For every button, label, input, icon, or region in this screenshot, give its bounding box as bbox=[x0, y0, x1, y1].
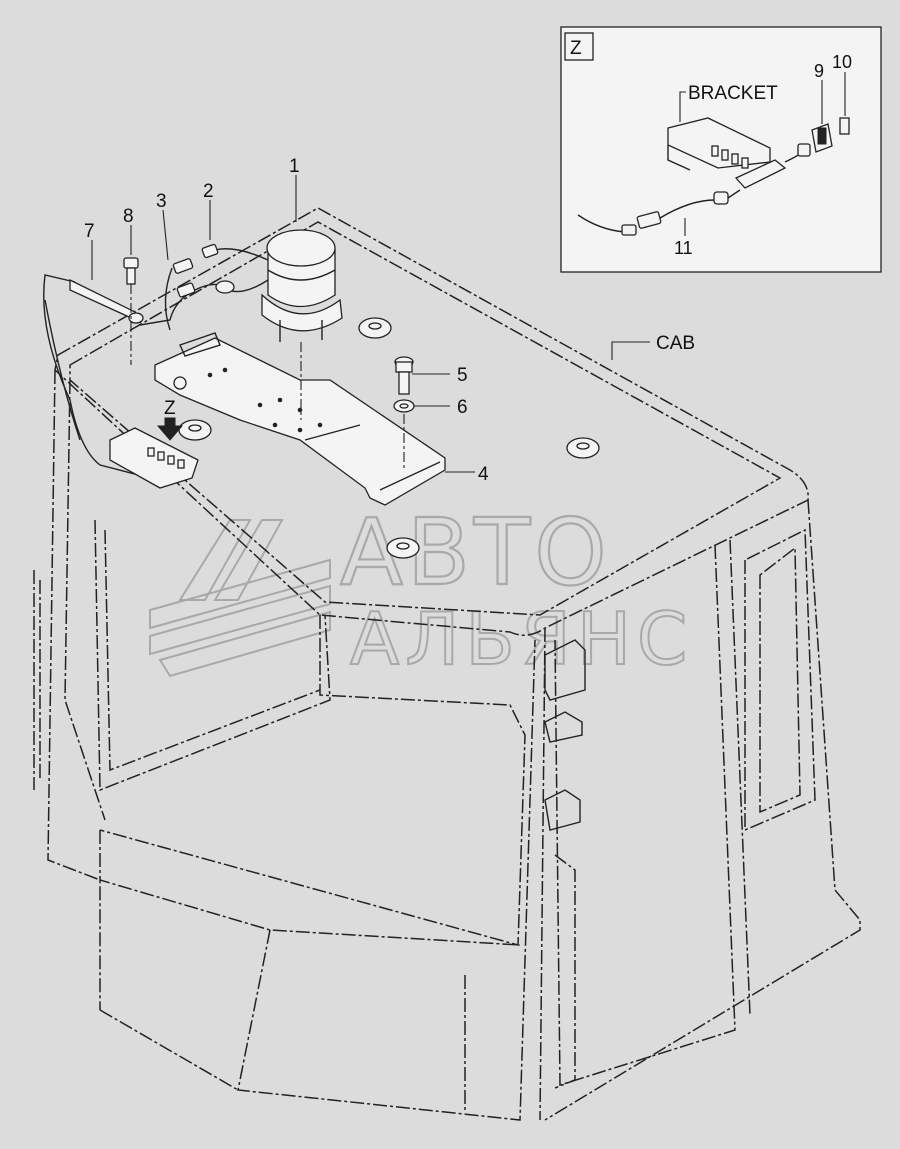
antenna-rod-part7 bbox=[69, 278, 144, 324]
callout-3: 3 bbox=[156, 191, 167, 212]
view-arrow-icon bbox=[156, 417, 184, 441]
connector-part2 bbox=[201, 243, 219, 259]
callout-11: 11 bbox=[674, 238, 693, 258]
bracket-label: BRACKET bbox=[688, 83, 778, 104]
mounting-bracket-part4 bbox=[154, 332, 446, 506]
roof-washer bbox=[566, 437, 600, 459]
switch-part9 bbox=[811, 80, 833, 153]
roof-washers bbox=[178, 317, 600, 559]
cab-outline bbox=[33, 207, 861, 1121]
connector-part3 bbox=[172, 258, 235, 298]
callout-6: 6 bbox=[457, 397, 468, 418]
watermark-line2: АЛЬЯНС bbox=[350, 597, 693, 681]
watermark-line1: АВТО bbox=[340, 499, 611, 606]
watermark: АВТО АЛЬЯНС bbox=[149, 498, 693, 682]
callout-10: 10 bbox=[832, 52, 852, 72]
callout-leaders bbox=[91, 175, 650, 473]
harness-part11 bbox=[577, 143, 811, 236]
roof-washer bbox=[178, 419, 212, 441]
view-z-label: Z bbox=[570, 38, 582, 59]
callout-7: 7 bbox=[84, 221, 95, 242]
bracket-bolt-head bbox=[173, 376, 187, 390]
cab-label: CAB bbox=[656, 333, 695, 354]
roof-washer bbox=[358, 317, 392, 339]
callout-8: 8 bbox=[123, 206, 134, 227]
wire-harness bbox=[43, 248, 269, 479]
callout-4: 4 bbox=[478, 464, 489, 485]
view-z-box bbox=[564, 32, 594, 61]
bolt-part5 bbox=[394, 356, 414, 395]
beacon-lamp-part1 bbox=[261, 229, 343, 420]
callout-9: 9 bbox=[814, 61, 824, 81]
view-arrow-label: Z bbox=[164, 398, 176, 419]
watermark-logo bbox=[149, 519, 331, 678]
callout-1: 1 bbox=[289, 156, 300, 177]
callout-2: 2 bbox=[203, 181, 214, 202]
inset-bracket bbox=[667, 117, 787, 189]
plate-part10 bbox=[839, 72, 850, 135]
detail-inset-z: Z BRACKET bbox=[560, 26, 882, 273]
bolt-part8 bbox=[123, 257, 139, 365]
callout-5: 5 bbox=[457, 365, 468, 386]
roof-washer bbox=[386, 537, 420, 559]
bracket-z-location bbox=[109, 417, 199, 489]
